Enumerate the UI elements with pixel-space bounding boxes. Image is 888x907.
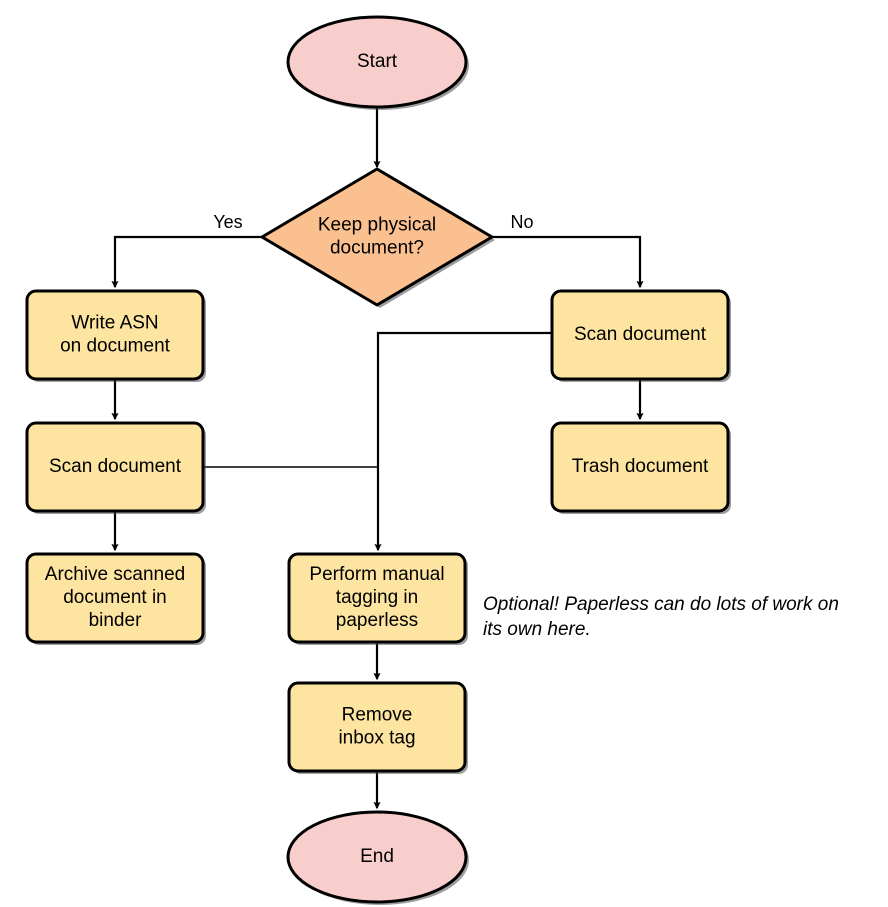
edge-label-yes: Yes — [213, 212, 242, 232]
edge-label-no: No — [510, 212, 533, 232]
node-label-line: Perform manual — [309, 564, 444, 585]
edge-path — [374, 331, 552, 552]
annotation-line: Optional! Paperless can do lots of work … — [483, 594, 839, 615]
node-label: Scan document — [49, 456, 182, 477]
node-label-line: Remove — [342, 705, 413, 726]
node-label-line: Write ASN — [71, 313, 158, 334]
node-label-line: End — [360, 846, 394, 867]
node-label: Trash document — [572, 456, 709, 477]
node-label-line: Trash document — [572, 456, 709, 477]
edge-path — [492, 235, 644, 289]
node-label-line: document in — [63, 587, 167, 608]
process-shape[interactable] — [550, 421, 730, 513]
node-label-line: on document — [60, 336, 171, 357]
process-shape[interactable] — [550, 289, 730, 381]
edge-decision-yes-to-write-asn: Yes — [111, 212, 262, 289]
node-label-line: document? — [330, 238, 424, 259]
process-shape[interactable] — [25, 421, 205, 513]
process-shape[interactable] — [287, 552, 467, 644]
node-label-line: paperless — [336, 610, 418, 631]
node-label-line: binder — [89, 610, 142, 631]
annotation-optional-note: Optional! Paperless can do lots of work … — [483, 594, 839, 640]
node-end[interactable]: End — [286, 810, 469, 905]
node-label: Scan document — [574, 324, 707, 345]
node-label-line: Keep physical — [318, 215, 436, 236]
edge-decision-no-to-scan-right: No — [492, 212, 644, 289]
node-label-line: Scan document — [49, 456, 182, 477]
process-shape[interactable] — [25, 289, 205, 381]
node-label: Start — [357, 51, 398, 72]
annotations-layer: Optional! Paperless can do lots of work … — [483, 594, 839, 640]
node-start[interactable]: Start — [286, 15, 469, 110]
annotation-line: its own here. — [483, 619, 591, 640]
terminator-shape[interactable] — [286, 15, 468, 109]
node-scan-document-left[interactable]: Scan document — [25, 421, 206, 514]
node-label-line: Scan document — [574, 324, 707, 345]
node-trash-document[interactable]: Trash document — [550, 421, 731, 514]
node-label-line: inbox tag — [338, 728, 415, 749]
edge-scan-right-to-tagging — [374, 331, 552, 552]
node-label-line: tagging in — [336, 587, 418, 608]
process-shape[interactable] — [25, 552, 205, 644]
edge-path — [111, 235, 262, 289]
node-label-line: Archive scanned — [45, 564, 185, 585]
node-scan-document-right[interactable]: Scan document — [550, 289, 731, 382]
terminator-shape[interactable] — [286, 810, 468, 904]
node-label-line: Start — [357, 51, 398, 72]
process-shape[interactable] — [287, 681, 467, 773]
edges-layer: Yes No — [111, 107, 644, 810]
decision-shape[interactable] — [260, 167, 494, 307]
node-label: End — [360, 846, 394, 867]
